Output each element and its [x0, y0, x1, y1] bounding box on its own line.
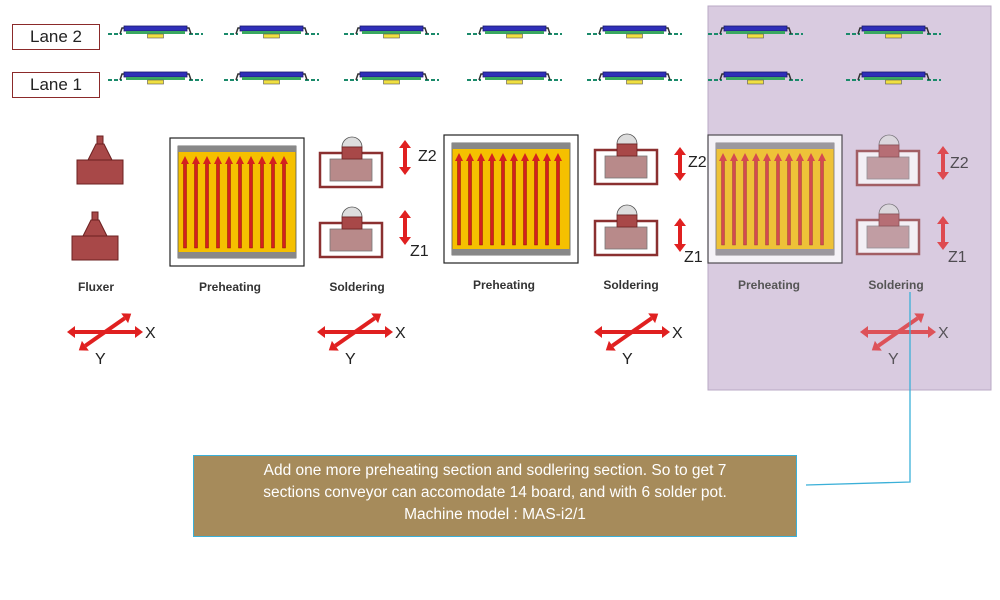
solder-pot [593, 133, 659, 186]
conveyor-board [708, 25, 803, 39]
conveyor-board [708, 71, 803, 85]
z1-label: Z1 [684, 249, 703, 266]
section-label-fluxer: Fluxer [77, 280, 114, 294]
leader-line [805, 292, 911, 486]
z2-label: Z2 [418, 148, 437, 165]
y-axis-label: Y [888, 351, 899, 368]
solder-pot [855, 134, 921, 187]
solder-pot [855, 203, 921, 256]
z1-axis-arrow: Z1 [937, 216, 967, 266]
conveyor-board [846, 71, 941, 85]
section-label-soldering-3: Soldering [868, 278, 924, 292]
xy-axis-arrow: XY [860, 313, 949, 368]
z1-label: Z1 [410, 243, 429, 260]
preheater-unit [169, 137, 305, 267]
section-label-soldering-2: Soldering [603, 278, 659, 292]
conveyor-board [467, 71, 562, 85]
x-axis-label: X [395, 325, 406, 342]
note-line-2: sections conveyor can accomodate 14 boar… [263, 484, 727, 501]
z2-label: Z2 [950, 155, 969, 172]
fluxer-nozzle-upper [76, 135, 124, 185]
x-axis-label: X [145, 325, 156, 342]
z2-axis-arrow: Z2 [399, 140, 437, 175]
xy-axis-arrow: XY [594, 313, 683, 368]
x-axis-label: X [672, 325, 683, 342]
conveyor-board [587, 25, 682, 39]
section-label-preheating-1: Preheating [198, 280, 261, 294]
note-line-1: Add one more preheating section and sodl… [263, 462, 727, 479]
section-label-preheating-3: Preheating [737, 278, 800, 292]
conveyor-board [224, 71, 319, 85]
x-axis-label: X [938, 325, 949, 342]
z1-axis-arrow: Z1 [399, 210, 429, 260]
z2-axis-arrow: Z2 [674, 147, 707, 181]
section-label-preheating-2: Preheating [472, 278, 535, 292]
z2-label: Z2 [688, 154, 707, 171]
solder-pot [318, 206, 384, 259]
conveyor-board [344, 71, 439, 85]
note-line-3: Machine model : MAS-i2/1 [404, 506, 586, 523]
conveyor-board [344, 25, 439, 39]
conveyor-board [846, 25, 941, 39]
conveyor-board [224, 25, 319, 39]
xy-axis-arrow: XY [317, 313, 406, 368]
z1-axis-arrow: Z1 [674, 218, 703, 266]
y-axis-label: Y [622, 351, 633, 368]
conveyor-board [108, 71, 203, 85]
z1-label: Z1 [948, 249, 967, 266]
y-axis-label: Y [95, 351, 106, 368]
note-box: Add one more preheating section and sodl… [193, 455, 797, 537]
preheater-unit [707, 134, 843, 264]
lane-1-label: Lane 1 [12, 72, 100, 98]
conveyor-board [467, 25, 562, 39]
lane-2-label: Lane 2 [12, 24, 100, 50]
z2-axis-arrow: Z2 [937, 146, 969, 180]
solder-pot [593, 204, 659, 257]
conveyor-board [587, 71, 682, 85]
conveyor-board [108, 25, 203, 39]
preheater-unit [443, 134, 579, 264]
xy-axis-arrow: XY [67, 313, 156, 368]
section-label-soldering-1: Soldering [329, 280, 385, 294]
solder-pot [318, 136, 384, 189]
fluxer-nozzle-lower [71, 211, 119, 261]
conveyor-boards [108, 25, 941, 85]
y-axis-label: Y [345, 351, 356, 368]
